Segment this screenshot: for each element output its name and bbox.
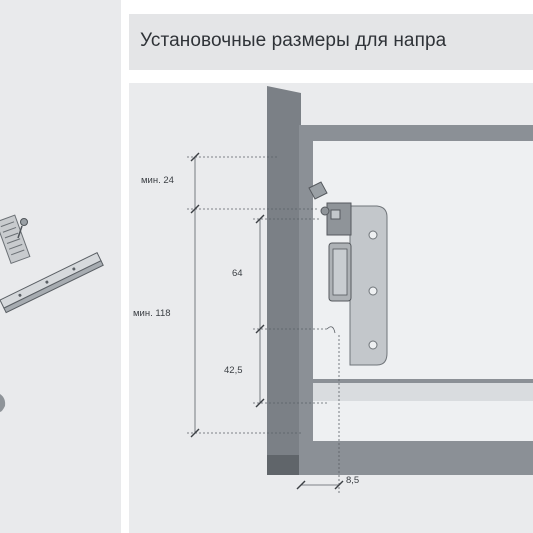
dim-42-5: 42,5 <box>224 365 243 376</box>
lower-rail-band <box>313 383 533 401</box>
bracket-icon <box>308 181 388 366</box>
dimension-ticks <box>190 152 344 490</box>
dim-min-24: мин. 24 <box>141 175 174 186</box>
reference-mark <box>326 326 336 334</box>
drawer-bottom <box>299 441 533 475</box>
cabinet-side-wall <box>267 86 301 455</box>
lower-inner <box>313 401 533 441</box>
dimension-lines <box>187 156 340 493</box>
cabinet-side-wall-base <box>267 455 301 475</box>
installation-drawing-svg: мин. 24 мин. 118 64 42,5 8,5 <box>133 86 533 493</box>
dim-64: 64 <box>232 268 243 279</box>
left-illustration-panel <box>0 0 121 533</box>
runner-rail-icon <box>0 214 104 412</box>
dim-min-118: мин. 118 <box>133 308 171 319</box>
dim-8-5: 8,5 <box>346 475 359 486</box>
installation-drawing: мин. 24 мин. 118 64 42,5 8,5 <box>129 83 533 533</box>
header-bar: Установочные размеры для напра <box>129 14 533 70</box>
page-title: Установочные размеры для напра <box>140 30 447 51</box>
